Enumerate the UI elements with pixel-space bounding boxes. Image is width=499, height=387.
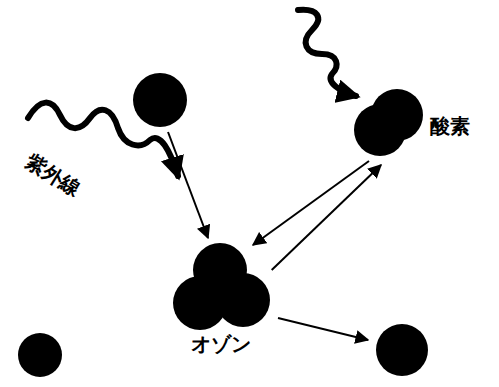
reaction-arrow (278, 318, 368, 340)
oxygen-atom (376, 324, 428, 376)
reaction-arrow (272, 165, 381, 270)
ultraviolet-wave (298, 10, 356, 96)
molecule-name: 酸素 (430, 115, 470, 137)
oxygen-molecule: 酸素 (345, 85, 475, 165)
oxygen-atom (371, 89, 423, 141)
oxygen-atom (18, 333, 62, 377)
oxygen-atom (133, 73, 187, 127)
oxygen-atom (216, 273, 270, 327)
reaction-arrow (168, 132, 208, 238)
molecule-name: オゾン (165, 333, 277, 355)
ultraviolet-label: 紫外線 (22, 150, 85, 200)
atom-cluster (345, 85, 425, 165)
atom-cluster (165, 235, 275, 335)
ozone-molecule: オゾン (165, 235, 277, 370)
